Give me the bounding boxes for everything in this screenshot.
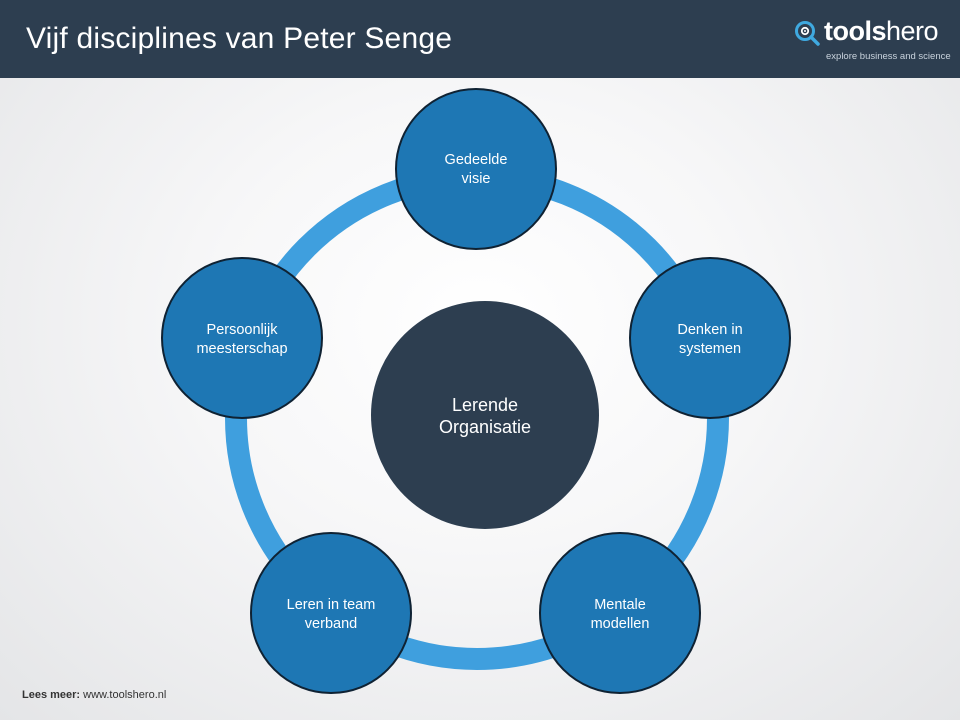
header-bar: Vijf disciplines van Peter Senge toolshe… [0,0,960,78]
center-label-line2: Organisatie [439,417,531,437]
node-label-line2: modellen [591,616,650,632]
node-label-line1: Persoonlijk [207,322,279,338]
node-label-line2: systemen [679,341,741,357]
node-label-line1: Mentale [594,597,646,613]
center-label-line1: Lerende [452,395,518,415]
toolshero-logo[interactable]: toolshero explore business and science [794,16,954,66]
page-title: Vijf disciplines van Peter Senge [26,22,453,55]
node-label-line2: verband [305,616,357,632]
logo-wordmark-bold: tools [824,16,887,46]
footer-link[interactable]: www.toolshero.nl [83,689,167,701]
node-circle [539,532,701,694]
discipline-node-mental-models: Mentale modellen [539,532,701,694]
discipline-node-team-learning: Leren in team verband [250,532,412,694]
footer-label: Lees meer: [22,689,81,701]
discipline-node-shared-vision: Gedeelde visie [395,88,557,250]
discipline-node-systems-thinking: Denken in systemen [629,257,791,419]
node-label-line2: visie [461,171,490,187]
logo-tagline: explore business and science [826,51,951,62]
center-circle [371,301,599,529]
node-label-line1: Gedeelde [445,152,508,168]
magnifier-gear-icon [795,21,820,46]
node-label-line1: Denken in [677,322,742,338]
footer-read-more: Lees meer: www.toolshero.nl [22,689,166,701]
discipline-node-personal-mastery: Persoonlijk meesterschap [161,257,323,419]
node-circle [250,532,412,694]
node-circle [629,257,791,419]
node-circle [395,88,557,250]
node-label-line2: meesterschap [196,341,287,357]
logo-wordmark: toolshero [824,16,939,47]
node-label-line1: Leren in team [287,597,376,613]
center-node: Lerende Organisatie [371,301,599,529]
logo-wordmark-light: hero [886,16,939,46]
node-circle [161,257,323,419]
